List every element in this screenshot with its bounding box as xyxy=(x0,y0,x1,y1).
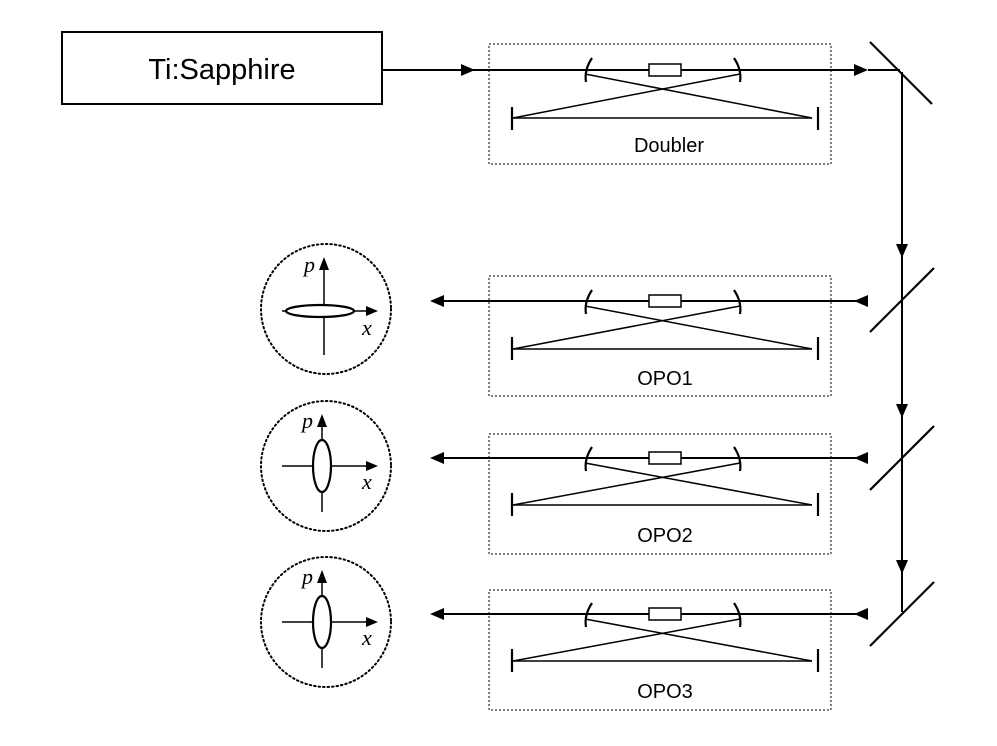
opo2-cavity: OPO2 xyxy=(430,433,868,555)
squeezed-state-ellipse xyxy=(311,594,333,650)
opo1-cavity: OPO1 xyxy=(430,275,868,397)
pump-beam-vertical xyxy=(896,72,908,612)
squeezed-state-ellipse xyxy=(284,303,356,319)
laser-label: Ti:Sapphire xyxy=(148,54,295,86)
x-axis-label: x xyxy=(361,315,372,340)
x-axis-label: x xyxy=(361,625,372,650)
beam-splitter-3 xyxy=(869,581,935,647)
curved-mirror xyxy=(584,57,593,83)
opo3-label: OPO3 xyxy=(637,681,693,703)
squeezed-state-ellipse xyxy=(311,438,333,494)
opo1-label: OPO1 xyxy=(637,368,693,390)
p-axis-label: p xyxy=(300,564,313,589)
opo3-cavity: OPO3 xyxy=(430,589,868,711)
p-axis-label: p xyxy=(300,408,313,433)
beam-splitter-2 xyxy=(869,425,935,491)
phase-space-opo2: p x xyxy=(260,400,392,532)
opo2-label: OPO2 xyxy=(637,525,693,547)
nonlinear-crystal xyxy=(648,63,682,77)
x-axis-label: x xyxy=(361,469,372,494)
curved-mirror xyxy=(733,57,742,83)
doubler-label: Doubler xyxy=(634,135,704,157)
pump-beam-top xyxy=(382,64,900,76)
beam-splitter-1 xyxy=(869,267,935,333)
phase-space-opo1: p x xyxy=(260,243,392,375)
nonlinear-crystal xyxy=(648,294,682,308)
nonlinear-crystal xyxy=(648,607,682,621)
doubler-cavity: Doubler xyxy=(488,43,832,165)
beam-arrow-head xyxy=(461,64,475,76)
p-axis-label: p xyxy=(302,252,315,277)
phase-space-opo3: p x xyxy=(260,556,392,688)
nonlinear-crystal xyxy=(648,451,682,465)
ti-sapphire-laser: Ti:Sapphire xyxy=(61,31,383,105)
beam-arrow-head xyxy=(854,64,868,76)
